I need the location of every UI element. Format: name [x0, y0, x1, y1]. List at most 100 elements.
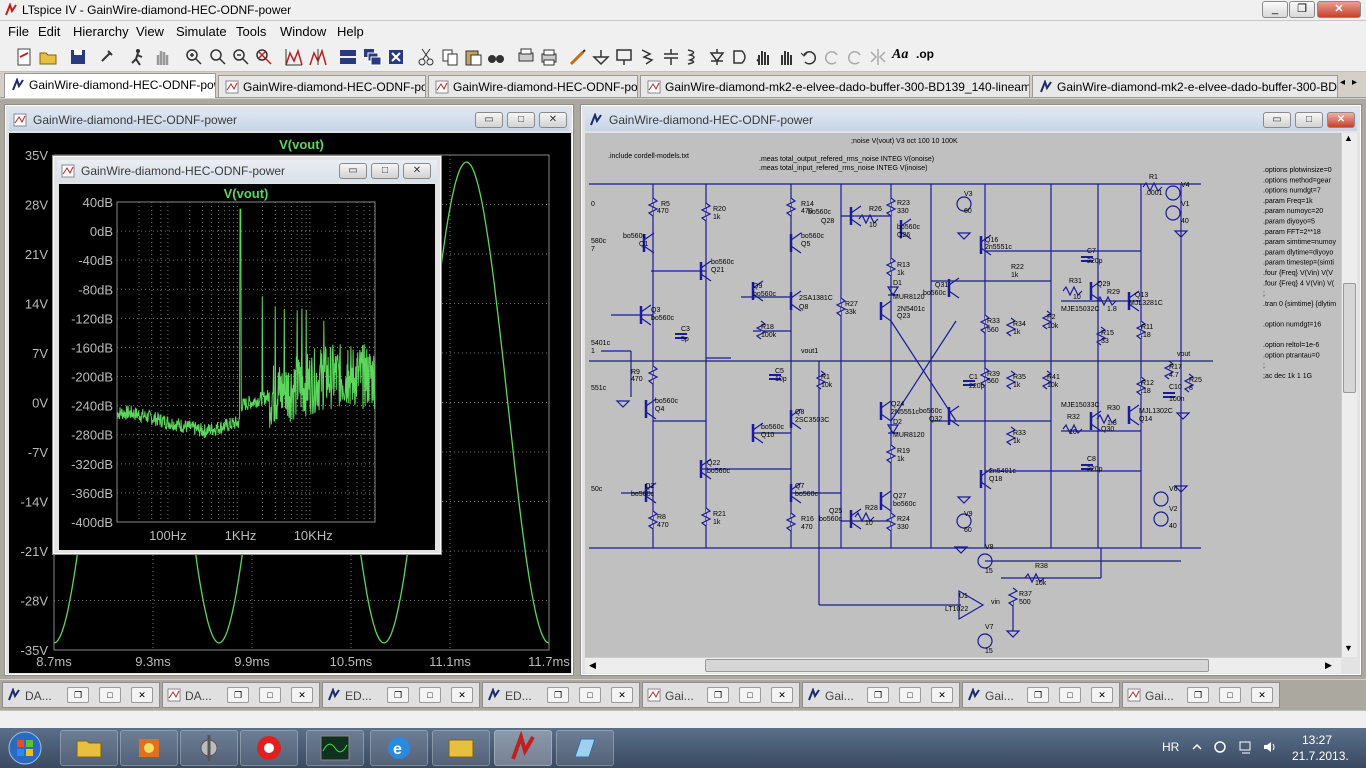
scroll-left-icon[interactable]: ◀ [589, 660, 596, 670]
zoom-out-icon[interactable] [231, 47, 251, 67]
control-panel-icon[interactable] [98, 47, 118, 67]
save-icon[interactable] [68, 47, 88, 67]
rotate-icon[interactable] [845, 47, 865, 67]
close-button[interactable]: ✕ [539, 112, 567, 128]
minimize-button[interactable]: ▭ [475, 112, 503, 128]
maximize-button[interactable]: □ [899, 687, 921, 703]
maximize-button[interactable]: □ [1295, 112, 1323, 128]
volume-icon[interactable] [1262, 739, 1278, 755]
menu-view[interactable]: View [136, 24, 164, 39]
restore-button[interactable]: ❐ [1289, 1, 1315, 18]
print-icon[interactable] [539, 47, 559, 67]
maximize-button[interactable]: □ [1219, 687, 1241, 703]
horizontal-scroll-thumb[interactable] [705, 659, 1209, 672]
spice-directive-icon[interactable]: .op [916, 47, 934, 61]
start-button-icon[interactable] [6, 730, 44, 766]
menu-help[interactable]: Help [337, 24, 364, 39]
close-button[interactable]: ✕ [1327, 112, 1355, 128]
tab-gainwire-3[interactable]: GainWire-diamond-HEC-ODNF-power [428, 75, 638, 97]
input-language[interactable]: HR [1162, 740, 1180, 754]
undo-icon[interactable] [799, 47, 819, 67]
pan-icon[interactable] [208, 47, 228, 67]
tile-horizontal-icon[interactable] [338, 47, 358, 67]
draw-wire-icon[interactable] [568, 47, 588, 67]
close-button[interactable]: ✕ [611, 687, 633, 703]
fft-window[interactable]: GainWire-diamond-HEC-ODNF-power ▭ □ ✕ 40… [52, 155, 442, 555]
component-icon[interactable] [730, 47, 750, 67]
drag-icon[interactable] [776, 47, 796, 67]
clock-date[interactable]: 21.7.2013. [1292, 749, 1349, 763]
resistor-icon[interactable] [638, 47, 658, 67]
maximize-button[interactable]: □ [419, 687, 441, 703]
halt-icon[interactable] [152, 47, 172, 67]
maximize-button[interactable]: □ [507, 112, 535, 128]
app-taskbar-icon[interactable] [120, 730, 178, 766]
new-schematic-icon[interactable] [14, 47, 34, 67]
cascade-icon[interactable] [362, 47, 382, 67]
horizontal-scrollbar[interactable]: ◀ ▶ [585, 657, 1341, 673]
maximize-button[interactable]: □ [259, 687, 281, 703]
close-button[interactable]: ✕ [1317, 1, 1361, 18]
redo-icon[interactable] [822, 47, 842, 67]
minimize-button[interactable]: ▭ [1263, 112, 1291, 128]
label-net-icon[interactable] [614, 47, 634, 67]
tools-taskbar-icon[interactable] [180, 730, 238, 766]
minimized-window[interactable]: Gai...❐□✕ [642, 682, 800, 708]
restore-button[interactable]: ❐ [227, 687, 249, 703]
paste-icon[interactable] [463, 47, 483, 67]
menu-simulate[interactable]: Simulate [176, 24, 227, 39]
minimized-window[interactable]: ED...❐□✕ [482, 682, 640, 708]
tab-gainwire-mk2-bd139[interactable]: GainWire-diamond-mk2-e-elvee-dado-buffer… [1032, 75, 1338, 97]
fft-window-titlebar[interactable]: GainWire-diamond-HEC-ODNF-power ▭ □ ✕ [57, 160, 437, 182]
time-domain-chart[interactable]: 35V28V21V14V7V0V-7V-14V-21V-28V-35V8.7ms… [9, 133, 571, 673]
oscilloscope-taskbar-icon[interactable] [306, 730, 364, 766]
ltspice-taskbar-icon[interactable] [494, 730, 552, 766]
restore-button[interactable]: ❐ [1187, 687, 1209, 703]
notepad-taskbar-icon[interactable] [556, 730, 614, 766]
restore-button[interactable]: ❐ [867, 687, 889, 703]
menu-hierarchy[interactable]: Hierarchy [73, 24, 129, 39]
close-button[interactable]: ✕ [131, 687, 153, 703]
tab-gainwire-2[interactable]: GainWire-diamond-HEC-ODNF-power [218, 75, 426, 97]
minimized-window[interactable]: Gai...❐□✕ [802, 682, 960, 708]
minimized-window[interactable]: ED...❐□✕ [322, 682, 480, 708]
maximize-button[interactable]: □ [1059, 687, 1081, 703]
scroll-down-icon[interactable]: ▼ [1344, 643, 1353, 653]
zoom-in-icon[interactable] [184, 47, 204, 67]
mirror-icon[interactable] [868, 47, 888, 67]
minimize-button[interactable]: _ [1262, 1, 1288, 18]
internet-explorer-taskbar-icon[interactable]: e [370, 730, 428, 766]
close-button[interactable]: ✕ [1091, 687, 1113, 703]
open-icon[interactable] [38, 47, 58, 67]
text-icon[interactable]: Aa [892, 47, 909, 62]
print-preview-icon[interactable] [516, 47, 536, 67]
maximize-button[interactable]: □ [579, 687, 601, 703]
minimize-button[interactable]: ▭ [339, 163, 367, 179]
run-icon[interactable] [128, 47, 148, 67]
ground-icon[interactable] [591, 47, 611, 67]
restore-button[interactable]: ❐ [1027, 687, 1049, 703]
explorer-taskbar-icon[interactable] [60, 730, 118, 766]
menu-file[interactable]: File [8, 24, 29, 39]
waveform-window-titlebar[interactable]: GainWire-diamond-HEC-ODNF-power ▭ □ ✕ [9, 109, 569, 131]
restore-button[interactable]: ❐ [547, 687, 569, 703]
minimized-window[interactable]: Gai...❐□✕ [1122, 682, 1280, 708]
schematic-window[interactable]: GainWire-diamond-HEC-ODNF-power ▭ □ ✕ R5… [580, 104, 1362, 676]
tab-gainwire-1[interactable]: GainWire-diamond-HEC-ODNF-power [4, 73, 216, 98]
close-button[interactable]: ✕ [451, 687, 473, 703]
autorange-icon[interactable] [284, 47, 304, 67]
maximize-button[interactable]: □ [739, 687, 761, 703]
menu-edit[interactable]: Edit [38, 24, 61, 39]
move-icon[interactable] [753, 47, 773, 67]
lifebuoy-taskbar-icon[interactable] [240, 730, 298, 766]
cursor-icon[interactable] [308, 47, 328, 67]
minimized-window[interactable]: DA...❐□✕ [2, 682, 160, 708]
inductor-icon[interactable] [684, 47, 704, 67]
show-hidden-icons-icon[interactable] [1190, 740, 1204, 754]
restore-button[interactable]: ❐ [387, 687, 409, 703]
capacitor-icon[interactable] [661, 47, 681, 67]
menu-window[interactable]: Window [280, 24, 327, 39]
